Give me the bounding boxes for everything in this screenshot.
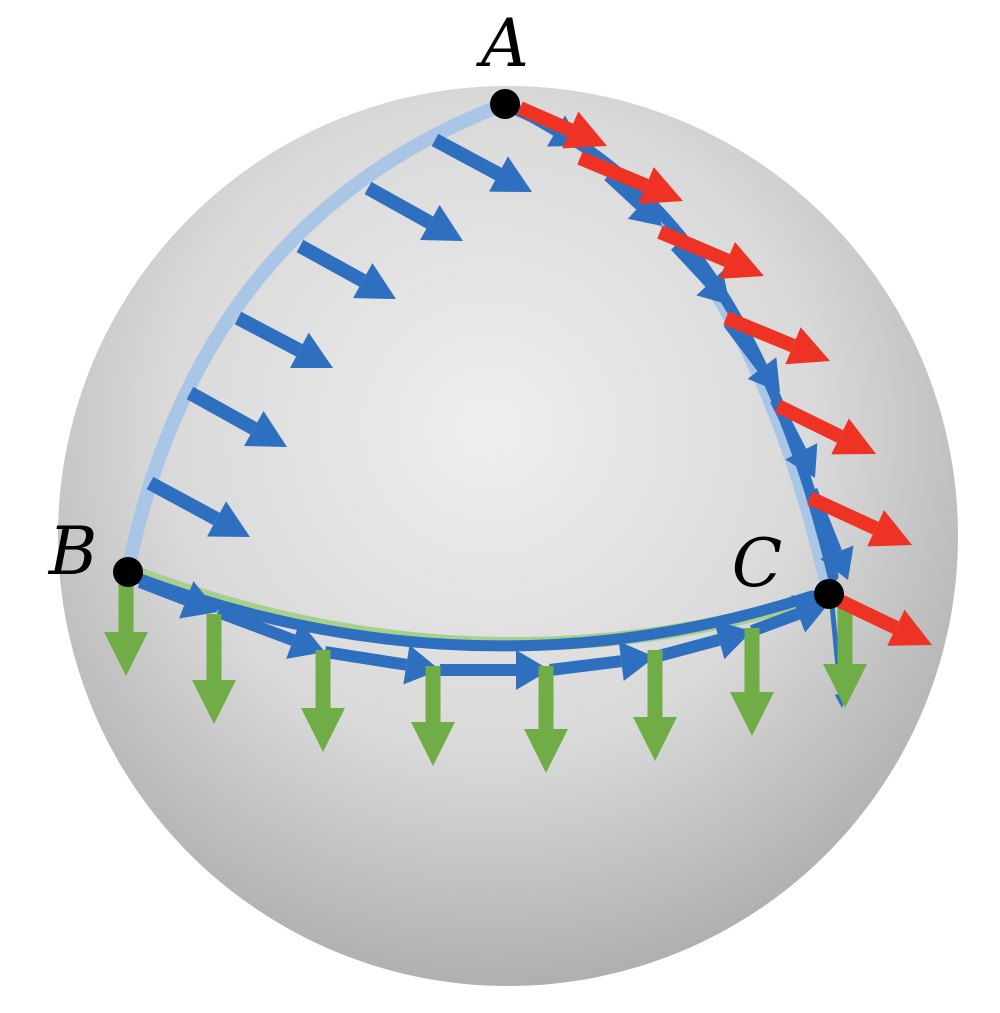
initial-arrow-6 (807, 491, 912, 547)
transport-arrow-bc-2-shaft (215, 606, 296, 646)
transport-arrow-bc-3-head (403, 644, 440, 685)
point-c (814, 579, 844, 609)
normal-arrow-4 (411, 666, 455, 766)
transport-arrows-bc (137, 576, 847, 708)
transport-arrow-ab-4 (234, 311, 333, 368)
initial-arrow-6-shaft (807, 491, 879, 535)
initial-arrow-5-head (831, 418, 876, 455)
initial-arrow-5 (774, 399, 876, 455)
transport-arrow-ca-6-head (820, 545, 854, 580)
normal-arrow-2-head (192, 680, 236, 724)
transport-arrow-ca-4 (723, 319, 780, 392)
normal-arrow-3-head (301, 708, 345, 752)
transport-arrow-ab-3 (296, 239, 396, 299)
transport-arrow-bc-3 (324, 644, 440, 685)
initial-arrow-2-shaft (577, 151, 649, 193)
normal-arrows-bc (104, 580, 867, 773)
transport-arrows-ab (146, 133, 532, 537)
initial-arrow-3 (657, 225, 764, 279)
transport-arrow-ca-2-shaft (604, 171, 644, 210)
normal-arrow-7 (730, 628, 774, 736)
transport-arrow-ab-2 (364, 181, 463, 241)
transport-arrow-ab-5 (186, 386, 287, 447)
point-b (113, 557, 143, 587)
transport-arrow-bc-3-shaft (324, 646, 408, 671)
transport-arrow-bc-2-head (286, 621, 325, 659)
transport-arrow-ca-3-head (696, 270, 730, 305)
transport-arrow-ab-2-head (420, 205, 463, 241)
transport-arrow-bc-1-head (179, 581, 218, 619)
initial-arrow-6-head (867, 510, 912, 547)
initial-arrow-4 (723, 311, 830, 365)
transport-arrow-bc-4 (440, 650, 550, 690)
normal-arrow-3 (301, 650, 345, 752)
normal-arrow-2 (192, 614, 236, 724)
normal-arrow-8 (823, 604, 867, 708)
transport-arrow-bc-6 (653, 620, 752, 663)
transport-arrow-bc-5-head (618, 641, 655, 682)
transport-arrow-ab-1 (431, 133, 532, 192)
transport-arrow-ca-4-head (747, 357, 780, 392)
normal-arrow-4-head (411, 722, 455, 766)
transport-arrow-bc-6-head (713, 620, 752, 660)
transport-arrow-bc-2 (215, 606, 325, 659)
transport-arrow-bc-1 (137, 576, 218, 619)
transport-arrow-ab-6 (146, 476, 250, 537)
transport-arrow-ab-4-shaft (234, 311, 303, 357)
transport-arrow-bc-6-shaft (653, 634, 721, 663)
normal-arrow-1-head (104, 632, 148, 676)
transport-arrow-bc-5 (549, 641, 655, 682)
normal-arrow-6-head (633, 717, 677, 761)
initial-arrow-7 (834, 593, 932, 646)
transport-arrow-bc-4-head (516, 650, 550, 690)
transport-arrow-ab-5-head (244, 411, 287, 447)
edge-ab (121, 97, 512, 577)
initial-arrow-1-head (562, 111, 607, 149)
label-b: B (48, 513, 98, 590)
transport-arrow-ab-3-shaft (296, 239, 367, 287)
initial-arrow-2 (577, 151, 683, 205)
transport-arrow-ab-3-head (353, 263, 396, 299)
transport-arrow-ab-6-head (207, 501, 250, 537)
transport-arrow-bc-1-shaft (137, 576, 189, 606)
transport-arrow-ca-3 (670, 242, 730, 305)
transport-arrow-bc-5-shaft (549, 655, 622, 676)
normal-arrow-5-head (524, 729, 568, 773)
initial-arrow-1 (517, 101, 607, 149)
initial-arrow-4-shaft (723, 311, 796, 353)
normal-arrow-1 (104, 580, 148, 676)
point-a (490, 89, 520, 119)
label-c: C (732, 525, 783, 602)
transport-arrow-ab-6-shaft (146, 476, 220, 526)
initial-arrow-3-head (719, 241, 764, 279)
normal-arrow-8-head (823, 664, 867, 708)
transport-arrow-ca-4-shaft (723, 319, 767, 372)
transport-arrow-ab-2-shaft (364, 181, 434, 229)
initial-arrow-2-head (638, 167, 683, 205)
label-a: A (475, 5, 529, 82)
normal-arrow-5 (524, 666, 568, 773)
normal-arrow-7-head (730, 692, 774, 736)
initial-arrow-1-shaft (517, 101, 574, 137)
initial-arrow-7-head (887, 609, 932, 646)
transport-arrow-ab-5-shaft (186, 386, 258, 435)
transport-arrow-ab-4-head (290, 332, 333, 368)
transport-arrow-ca-3-shaft (670, 242, 714, 287)
initial-arrow-5-shaft (774, 399, 844, 443)
transport-arrow-bc-7-shaft (749, 608, 801, 637)
transport-arrow-ca-5-head (785, 443, 818, 478)
normal-arrow-6 (633, 650, 677, 761)
transport-arrow-ab-1-head (489, 156, 532, 192)
initial-arrow-3-shaft (657, 225, 730, 267)
initial-arrows-ca (517, 101, 932, 646)
initial-arrow-7-shaft (834, 593, 899, 635)
transport-arrow-ab-1-shaft (431, 133, 502, 181)
initial-arrow-4-head (785, 327, 830, 365)
